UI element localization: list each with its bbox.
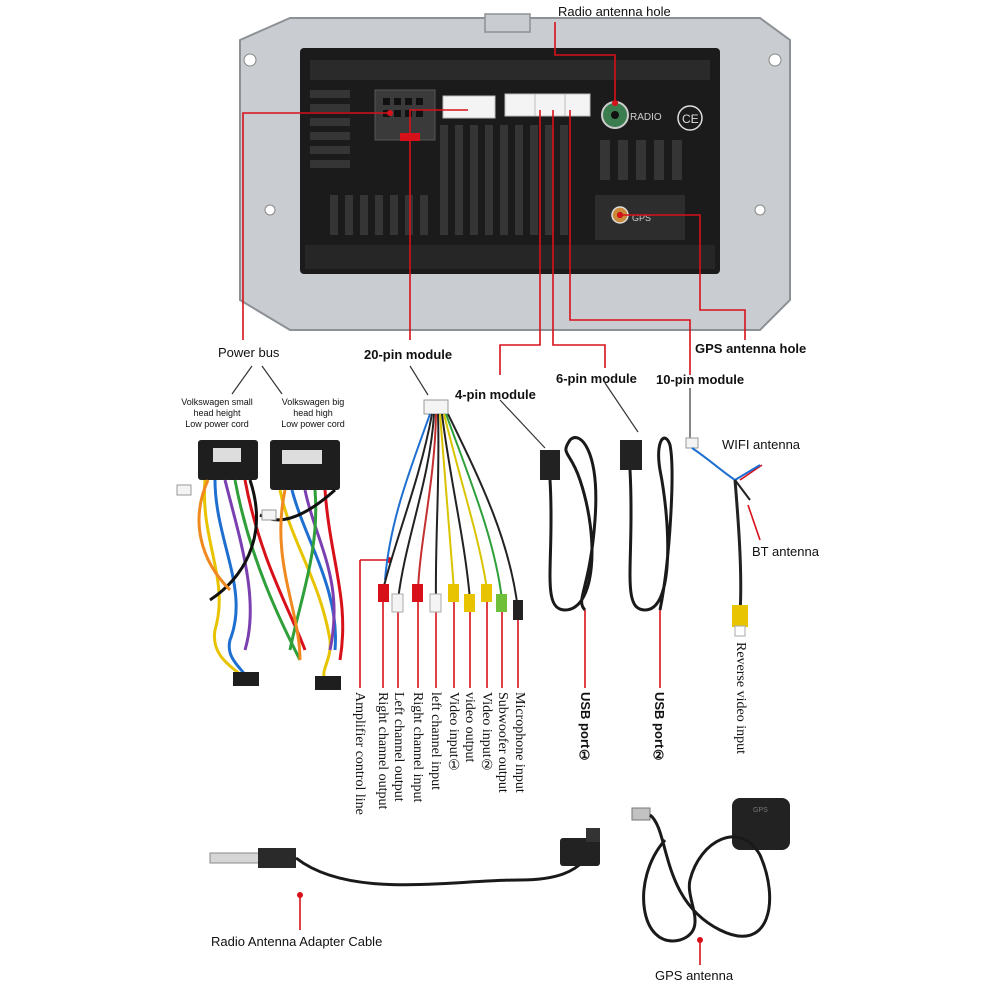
rca-label-video-input-1: Video input① bbox=[446, 692, 461, 774]
usb-port-2-label: USB port② bbox=[652, 692, 667, 764]
rca-label-left-channel-input: left channel input bbox=[428, 692, 443, 790]
small-cord-label: Volkswagen small head height Low power c… bbox=[181, 397, 253, 429]
rca-label-left-channel-output: Left channel output bbox=[391, 692, 406, 802]
power-bus-label: Power bus bbox=[218, 345, 280, 360]
callout-dots bbox=[297, 100, 703, 943]
gps-antenna-label: GPS antenna bbox=[655, 968, 734, 983]
gps-puck-marking: GPS bbox=[753, 807, 768, 814]
socket-10pin bbox=[564, 93, 591, 117]
rca-label-amplifier-control: Amplifier control line bbox=[352, 692, 367, 815]
callout-lines bbox=[242, 22, 763, 965]
head-unit-rear: RADIO CE GPS bbox=[239, 13, 791, 331]
rca-label-video-output: video output bbox=[462, 692, 477, 763]
rca-label-right-channel-output: Right channel output bbox=[375, 692, 390, 810]
gps-antenna: GPS bbox=[631, 798, 790, 943]
usb-port-1-label: USB port① bbox=[578, 692, 593, 764]
big-cord-label: Volkswagen big head high Low power cord bbox=[281, 397, 345, 429]
pin6-module-label: 6-pin module bbox=[556, 371, 637, 386]
usb-cable-2 bbox=[620, 436, 674, 612]
gps-marking: GPS bbox=[632, 213, 651, 223]
radio-adapter-cable bbox=[209, 828, 600, 887]
ce-mark: CE bbox=[682, 112, 699, 126]
rca-label-video-input-2: Video input② bbox=[479, 692, 494, 774]
rca-plugs bbox=[378, 584, 523, 620]
rca-harness bbox=[378, 399, 523, 620]
pin4-module-label: 4-pin module bbox=[455, 387, 536, 402]
bt-antenna-label: BT antenna bbox=[752, 544, 819, 559]
wifi-antenna-label: WIFI antenna bbox=[722, 437, 801, 452]
rca-label-right-channel-input: Right channel input bbox=[410, 692, 425, 803]
rca-label-subwoofer-output: Subwoofer output bbox=[495, 692, 510, 793]
socket-20pin bbox=[442, 95, 496, 119]
cord-pointers bbox=[231, 365, 691, 449]
reverse-video-input-label: Reverse video input bbox=[733, 642, 748, 754]
radio-marking: RADIO bbox=[630, 112, 662, 123]
radio-antenna-hole-label: Radio antenna hole bbox=[558, 4, 671, 19]
pin20-module-label: 20-pin module bbox=[364, 347, 453, 362]
pin10-module-label: 10-pin module bbox=[656, 372, 745, 387]
socket-4pin bbox=[504, 93, 536, 117]
rca-label-microphone-input: Microphone input bbox=[512, 692, 527, 793]
power-cord-big bbox=[259, 440, 345, 690]
antenna-harness bbox=[685, 437, 761, 637]
usb-cable-1 bbox=[540, 436, 598, 612]
power-cord-small bbox=[176, 440, 307, 686]
radio-adapter-cable-label: Radio Antenna Adapter Cable bbox=[211, 934, 383, 949]
gps-antenna-hole-label: GPS antenna hole bbox=[695, 341, 807, 356]
